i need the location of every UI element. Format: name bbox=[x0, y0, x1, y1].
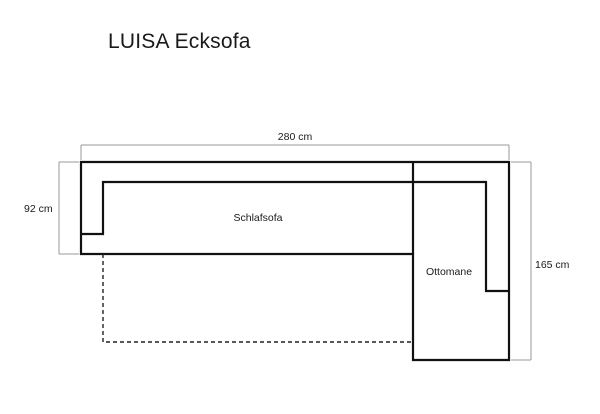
dimension-guides bbox=[58, 144, 532, 361]
depth-label: 92 cm bbox=[24, 203, 53, 215]
page-title: LUISA Ecksofa bbox=[108, 30, 251, 53]
ottoman-label: Ottomane bbox=[426, 266, 472, 278]
sofa-outer-outline bbox=[79, 160, 511, 362]
sofa-backrest-line bbox=[81, 180, 509, 293]
width-label: 280 cm bbox=[278, 131, 313, 143]
sofa-bed-label: Schlafsofa bbox=[233, 212, 282, 224]
ottoman-depth-label: 165 cm bbox=[535, 259, 570, 271]
sleep-area-extension bbox=[102, 254, 413, 343]
